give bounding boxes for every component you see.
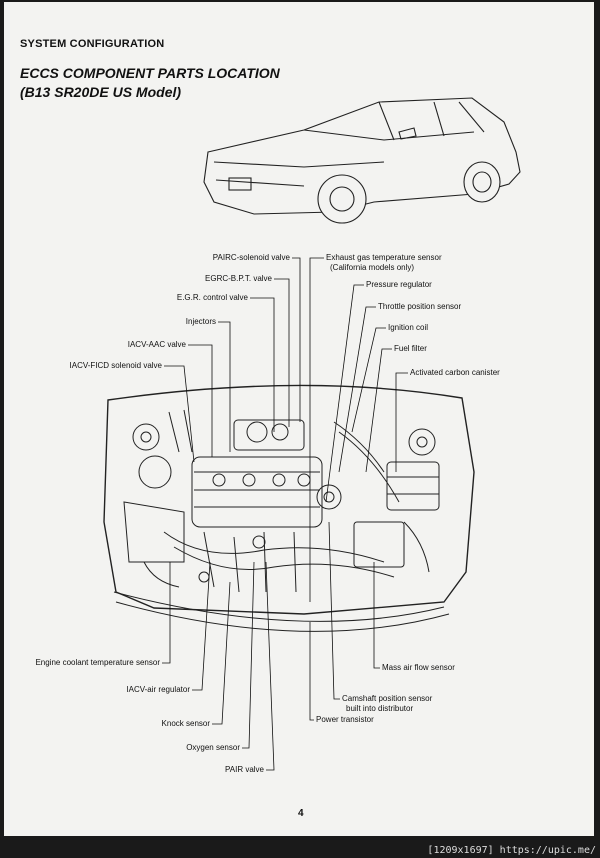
- component-diagram: [103, 97, 521, 771]
- section-heading: SYSTEM CONFIGURATION: [20, 38, 165, 50]
- label-activated-carbon-canister: Activated carbon canister: [410, 368, 500, 377]
- page-number: 4: [298, 808, 304, 819]
- label-iacv-ficd-solenoid-valve: IACV-FICD solenoid valve: [69, 361, 162, 370]
- label-power-transistor: Power transistor: [316, 715, 374, 724]
- title-line-1: ECCS COMPONENT PARTS LOCATION: [20, 65, 280, 81]
- engine-bay-illustration: [103, 384, 475, 632]
- label-iacv-aac-valve: IACV-AAC valve: [127, 340, 186, 349]
- image-footer-watermark: [1209x1697] https://upic.me/: [427, 845, 596, 856]
- title-line-2: (B13 SR20DE US Model): [20, 84, 182, 100]
- car-illustration: [203, 97, 521, 224]
- label-camshaft-position-sensor: Camshaft position sensor built into dist…: [342, 694, 433, 713]
- label-iacv-air-regulator: IACV-air regulator: [126, 685, 190, 694]
- label-ignition-coil: Ignition coil: [388, 323, 429, 332]
- label-pair-valve: PAIR valve: [225, 765, 264, 774]
- label-pressure-regulator: Pressure regulator: [366, 280, 432, 289]
- leader-lines: [162, 257, 408, 771]
- label-egr-control-valve: E.G.R. control valve: [176, 293, 248, 302]
- label-engine-coolant-temp-sensor: Engine coolant temperature sensor: [35, 658, 160, 667]
- label-knock-sensor: Knock sensor: [161, 719, 210, 728]
- page-title: ECCS COMPONENT PARTS LOCATION (B13 SR20D…: [20, 64, 280, 102]
- label-mass-air-flow-sensor: Mass air flow sensor: [382, 663, 455, 672]
- label-oxygen-sensor: Oxygen sensor: [186, 743, 240, 752]
- label-pairc-solenoid-valve: PAIRC-solenoid valve: [212, 253, 290, 262]
- label-fuel-filter: Fuel filter: [394, 344, 427, 353]
- label-exhaust-gas-temp-sensor: Exhaust gas temperature sensor (Californ…: [326, 253, 442, 272]
- manual-page: SYSTEM CONFIGURATION ECCS COMPONENT PART…: [4, 2, 594, 836]
- label-egrc-bpt-valve: EGRC-B.P.T. valve: [205, 274, 272, 283]
- label-throttle-position-sensor: Throttle position sensor: [378, 302, 462, 311]
- label-injectors: Injectors: [185, 317, 216, 326]
